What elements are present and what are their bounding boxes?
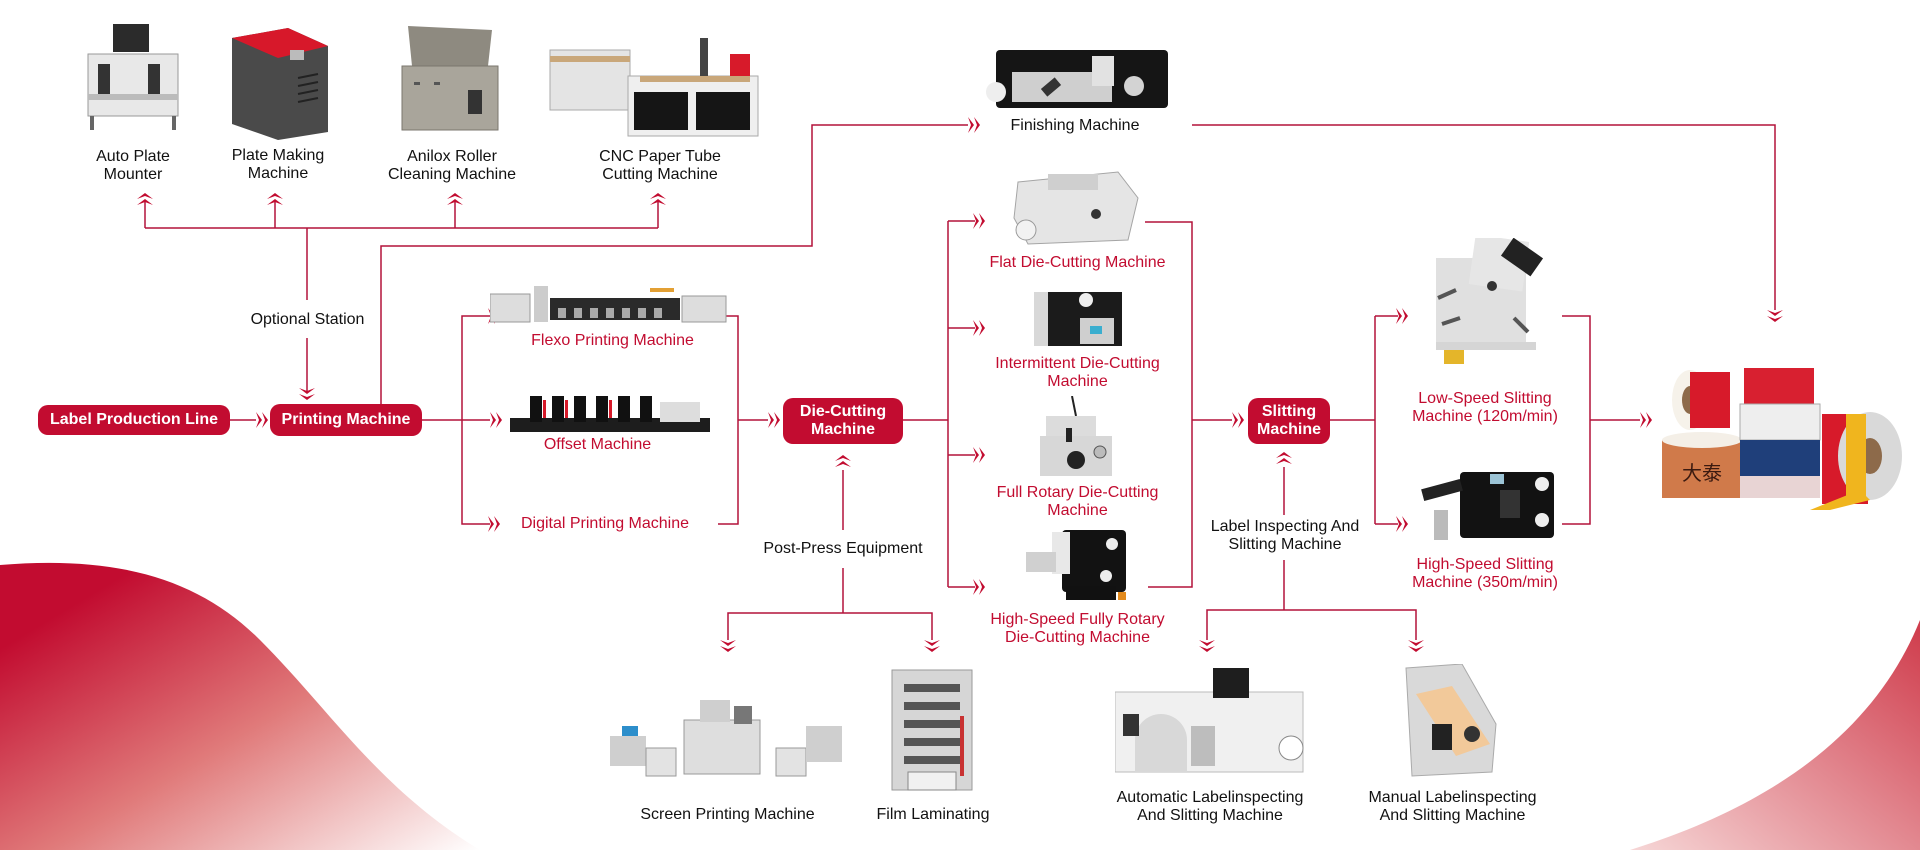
- die-cutting-machine-node[interactable]: Die-Cutting Machine: [783, 398, 903, 444]
- anilox-roller-cleaning-machine-label: Anilox Roller Cleaning Machine: [387, 148, 517, 183]
- intermittent-die-cutting-machine-image: [1030, 288, 1126, 352]
- offset-machine-label: Offset Machine: [543, 436, 652, 453]
- flat-die-cutting-machine-image: [1008, 168, 1146, 246]
- high-speed-slitting-machine-image: [1420, 470, 1556, 550]
- optional-station-label: Optional Station: [250, 311, 365, 328]
- high-speed-fully-rotary-die-cutting-machine-image: [1022, 526, 1130, 604]
- cnc-paper-tube-cutting-machine-label: CNC Paper Tube Cutting Machine: [599, 148, 721, 183]
- label-rolls-image: 大泰: [1660, 360, 1910, 510]
- manual-label-inspecting-machine-label: Manual Labelinspecting And Slitting Mach…: [1368, 789, 1537, 824]
- finishing-machine-label: Finishing Machine: [1010, 117, 1140, 134]
- auto-plate-mounter-label: Auto Plate Mounter: [96, 148, 170, 183]
- plate-making-machine-image: [228, 28, 332, 140]
- roll-label-text: 大泰: [1682, 461, 1722, 485]
- high-speed-fully-rotary-die-cutting-machine-label: High-Speed Fully Rotary Die-Cutting Mach…: [990, 611, 1165, 646]
- full-rotary-die-cutting-machine-label: Full Rotary Die-Cutting Machine: [996, 484, 1159, 519]
- screen-printing-machine-image: [600, 696, 856, 778]
- flexo-printing-machine-image: [489, 284, 730, 326]
- full-rotary-die-cutting-machine-image: [1036, 395, 1116, 482]
- label-inspecting-label: Label Inspecting And Slitting Machine: [1210, 518, 1360, 553]
- film-laminating-label: Film Laminating: [876, 806, 990, 823]
- low-speed-slitting-machine-image: [1432, 234, 1550, 376]
- right-wave: [1630, 620, 1920, 850]
- label-production-line-node[interactable]: Label Production Line: [38, 405, 230, 435]
- printing-machine-node[interactable]: Printing Machine: [270, 404, 422, 436]
- intermittent-die-cutting-machine-label: Intermittent Die-Cutting Machine: [995, 355, 1160, 390]
- finishing-machine-image: [982, 42, 1172, 112]
- plate-making-machine-label: Plate Making Machine: [231, 147, 325, 182]
- anilox-roller-cleaning-machine-image: [398, 26, 502, 138]
- flexo-printing-machine-label: Flexo Printing Machine: [531, 332, 694, 349]
- offset-machine-image: [510, 392, 710, 434]
- automatic-label-inspecting-machine-label: Automatic Labelinspecting And Slitting M…: [1116, 789, 1304, 824]
- post-press-equipment-label: Post-Press Equipment: [763, 540, 923, 557]
- left-wave: [0, 562, 480, 850]
- flat-die-cutting-machine-label: Flat Die-Cutting Machine: [989, 254, 1166, 271]
- manual-label-inspecting-machine-image: [1402, 663, 1502, 778]
- digital-printing-machine-label: Digital Printing Machine: [520, 515, 690, 532]
- slitting-machine-node[interactable]: Slitting Machine: [1248, 398, 1330, 444]
- screen-printing-machine-label: Screen Printing Machine: [640, 806, 815, 823]
- automatic-label-inspecting-machine-image: [1114, 666, 1305, 778]
- auto-plate-mounter-image: [78, 24, 188, 134]
- cnc-paper-tube-cutting-machine-image: [530, 36, 770, 144]
- low-speed-slitting-machine-label: Low-Speed Slitting Machine (120m/min): [1412, 390, 1558, 425]
- film-laminating-image: [890, 666, 974, 798]
- high-speed-slitting-machine-label: High-Speed Slitting Machine (350m/min): [1412, 556, 1558, 591]
